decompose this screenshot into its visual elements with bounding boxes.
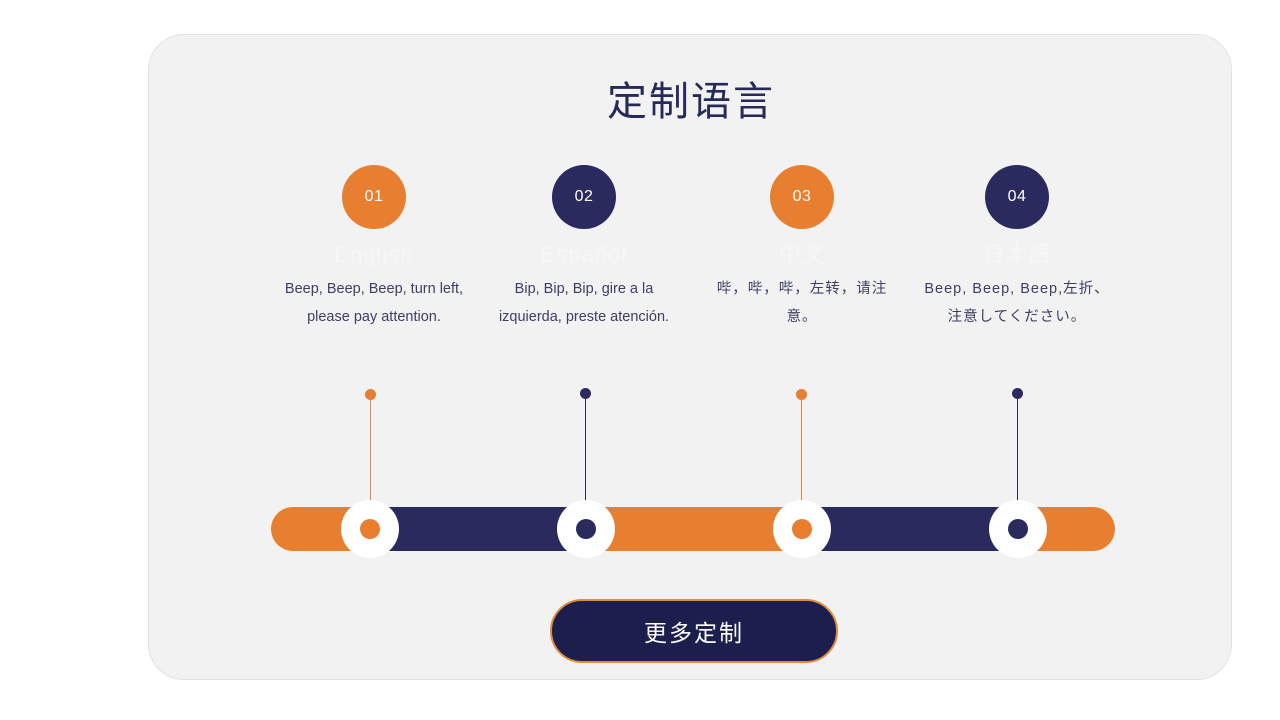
step-badge-04[interactable]: 04 <box>985 165 1049 229</box>
connector-line-03 <box>801 394 803 536</box>
language-name-04: 日本語 <box>982 242 1052 267</box>
language-columns: 01 English Beep, Beep, Beep, turn left, … <box>149 35 1233 681</box>
language-step-01: 01 English Beep, Beep, Beep, turn left, … <box>266 165 482 331</box>
progress-segment-3 <box>586 507 802 551</box>
step-badge-03[interactable]: 03 <box>770 165 834 229</box>
language-name-03: 中文 <box>778 242 825 267</box>
progress-node-dot-04 <box>1008 519 1028 539</box>
progress-node-dot-03 <box>792 519 812 539</box>
progress-node-dot-02 <box>576 519 596 539</box>
progress-bar-track <box>271 507 1115 551</box>
step-badge-02[interactable]: 02 <box>552 165 616 229</box>
connector-line-04 <box>1017 393 1019 536</box>
progress-bar[interactable] <box>271 500 1115 558</box>
language-name-01: English <box>334 242 414 267</box>
language-name-02: Español <box>540 242 628 267</box>
step-number-02: 02 <box>574 188 594 205</box>
progress-node-01[interactable] <box>341 500 399 558</box>
language-phrase-01: Beep, Beep, Beep, turn left, please pay … <box>284 281 464 325</box>
language-step-02: 02 Español Bip, Bip, Bip, gire a la izqu… <box>476 165 692 331</box>
step-number-01: 01 <box>364 188 384 205</box>
more-customization-label: 更多定制 <box>644 620 744 646</box>
language-phrase-04: Beep, Beep, Beep,左折、注意してください。 <box>924 281 1110 325</box>
progress-node-04[interactable] <box>989 500 1047 558</box>
page-title: 定制语言 <box>607 80 775 124</box>
step-number-04: 04 <box>1007 188 1027 205</box>
language-phrase-03: 哔，哔，哔，左转，请注意。 <box>716 281 888 325</box>
progress-segment-2 <box>370 507 586 551</box>
step-number-03: 03 <box>792 188 812 205</box>
language-step-04: 04 日本語 Beep, Beep, Beep,左折、注意してください。 <box>909 165 1125 331</box>
progress-node-02[interactable] <box>557 500 615 558</box>
step-badge-01[interactable]: 01 <box>342 165 406 229</box>
connector-line-01 <box>370 394 372 536</box>
progress-segment-4 <box>802 507 1018 551</box>
content-card: 定制语言 01 English Beep, Beep, Beep, turn l… <box>148 34 1232 680</box>
connector-line-02 <box>585 393 587 536</box>
progress-node-03[interactable] <box>773 500 831 558</box>
progress-node-dot-01 <box>360 519 380 539</box>
more-customization-button[interactable]: 更多定制 <box>550 599 838 663</box>
language-step-03: 03 中文 哔，哔，哔，左转，请注意。 <box>694 165 910 331</box>
language-phrase-02: Bip, Bip, Bip, gire a la izquierda, pres… <box>498 281 670 325</box>
